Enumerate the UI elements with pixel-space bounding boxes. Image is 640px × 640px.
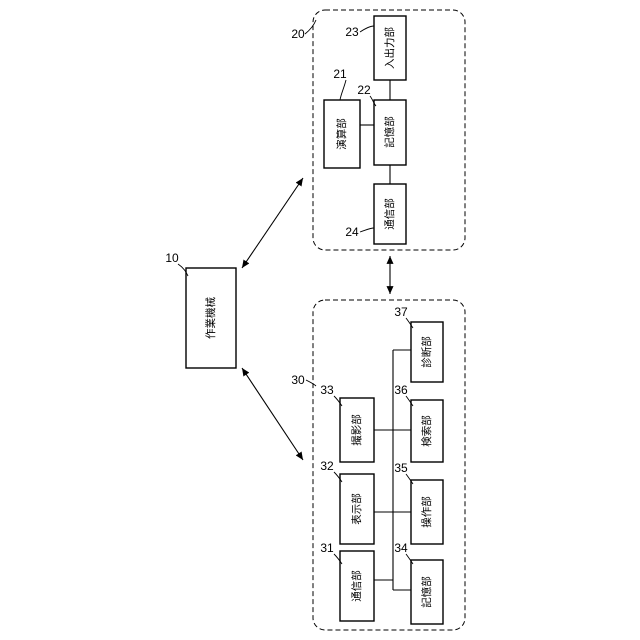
ref-30: 30 — [291, 373, 305, 387]
ref-33: 33 — [320, 383, 334, 397]
label-display-unit: 表示部 — [350, 493, 363, 525]
ref-23: 23 — [345, 25, 359, 39]
ref-32: 32 — [320, 459, 334, 473]
arrow-machine-server — [242, 178, 303, 268]
ref-35: 35 — [394, 461, 408, 475]
ref-31: 31 — [320, 541, 334, 555]
label-arithmetic-unit: 演算部 — [335, 118, 348, 150]
ref-10: 10 — [165, 251, 179, 265]
label-diagnosis-unit: 診断部 — [420, 336, 433, 368]
label-operation-unit: 操作部 — [420, 496, 433, 528]
leader-35 — [406, 474, 413, 484]
label-storage-unit-terminal: 記憶部 — [420, 576, 433, 608]
leader-30 — [306, 380, 316, 386]
ref-24: 24 — [345, 225, 359, 239]
leader-21 — [340, 80, 346, 100]
label-search-unit: 検索部 — [420, 415, 433, 447]
label-imaging-unit: 撮影部 — [350, 414, 363, 446]
ref-22: 22 — [357, 83, 371, 97]
ref-36: 36 — [394, 383, 408, 397]
leader-20 — [305, 20, 316, 34]
ref-21: 21 — [333, 67, 347, 81]
label-communication-unit-server: 通信部 — [383, 198, 396, 230]
leader-24 — [360, 228, 374, 232]
ref-20: 20 — [291, 27, 305, 41]
label-input-output-unit: 入出力部 — [383, 27, 396, 69]
label-work-machine: 作業機械 — [204, 297, 217, 339]
leader-34 — [406, 554, 413, 564]
ref-34: 34 — [394, 541, 408, 555]
leader-23 — [360, 26, 374, 32]
ref-37: 37 — [394, 305, 408, 319]
label-communication-unit-terminal: 通信部 — [350, 570, 363, 602]
label-storage-unit-server: 記憶部 — [383, 116, 396, 148]
